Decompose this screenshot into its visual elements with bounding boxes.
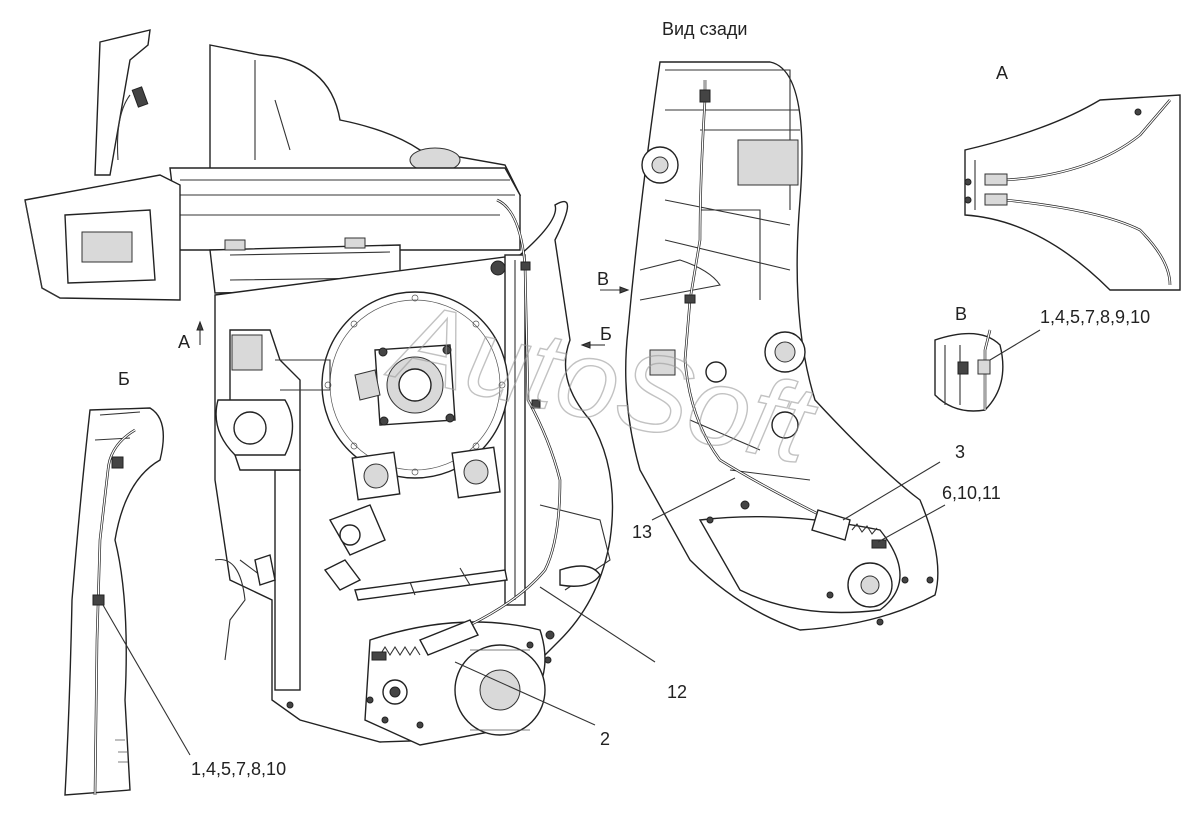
view-v-arrow-label: В	[597, 269, 610, 289]
view-b-arrow-label: Б	[600, 324, 612, 344]
main-assembly-view	[24, 29, 656, 746]
callout-3: 3	[955, 442, 966, 462]
callout-1-4-5-7-8-10: 1,4,5,7,8,10	[191, 759, 287, 779]
callout-12: 12	[667, 682, 688, 702]
view-a-arrow-label: А	[178, 332, 191, 352]
detail-b-title: Б	[118, 369, 130, 389]
detail-b-view	[64, 407, 191, 796]
rear-view	[600, 61, 946, 631]
callout-1-4-5-7-8-9-10: 1,4,5,7,8,9,10	[1040, 307, 1151, 327]
detail-a-view	[964, 94, 1181, 291]
callout-13: 13	[632, 522, 653, 542]
detail-a-title: А	[996, 63, 1009, 83]
detail-v-title: В	[955, 304, 968, 324]
callout-6-10-11: 6,10,11	[942, 483, 1001, 503]
rear-view-title: Вид сзади	[662, 19, 748, 39]
detail-v-view	[934, 329, 1041, 412]
callout-2: 2	[600, 729, 611, 749]
